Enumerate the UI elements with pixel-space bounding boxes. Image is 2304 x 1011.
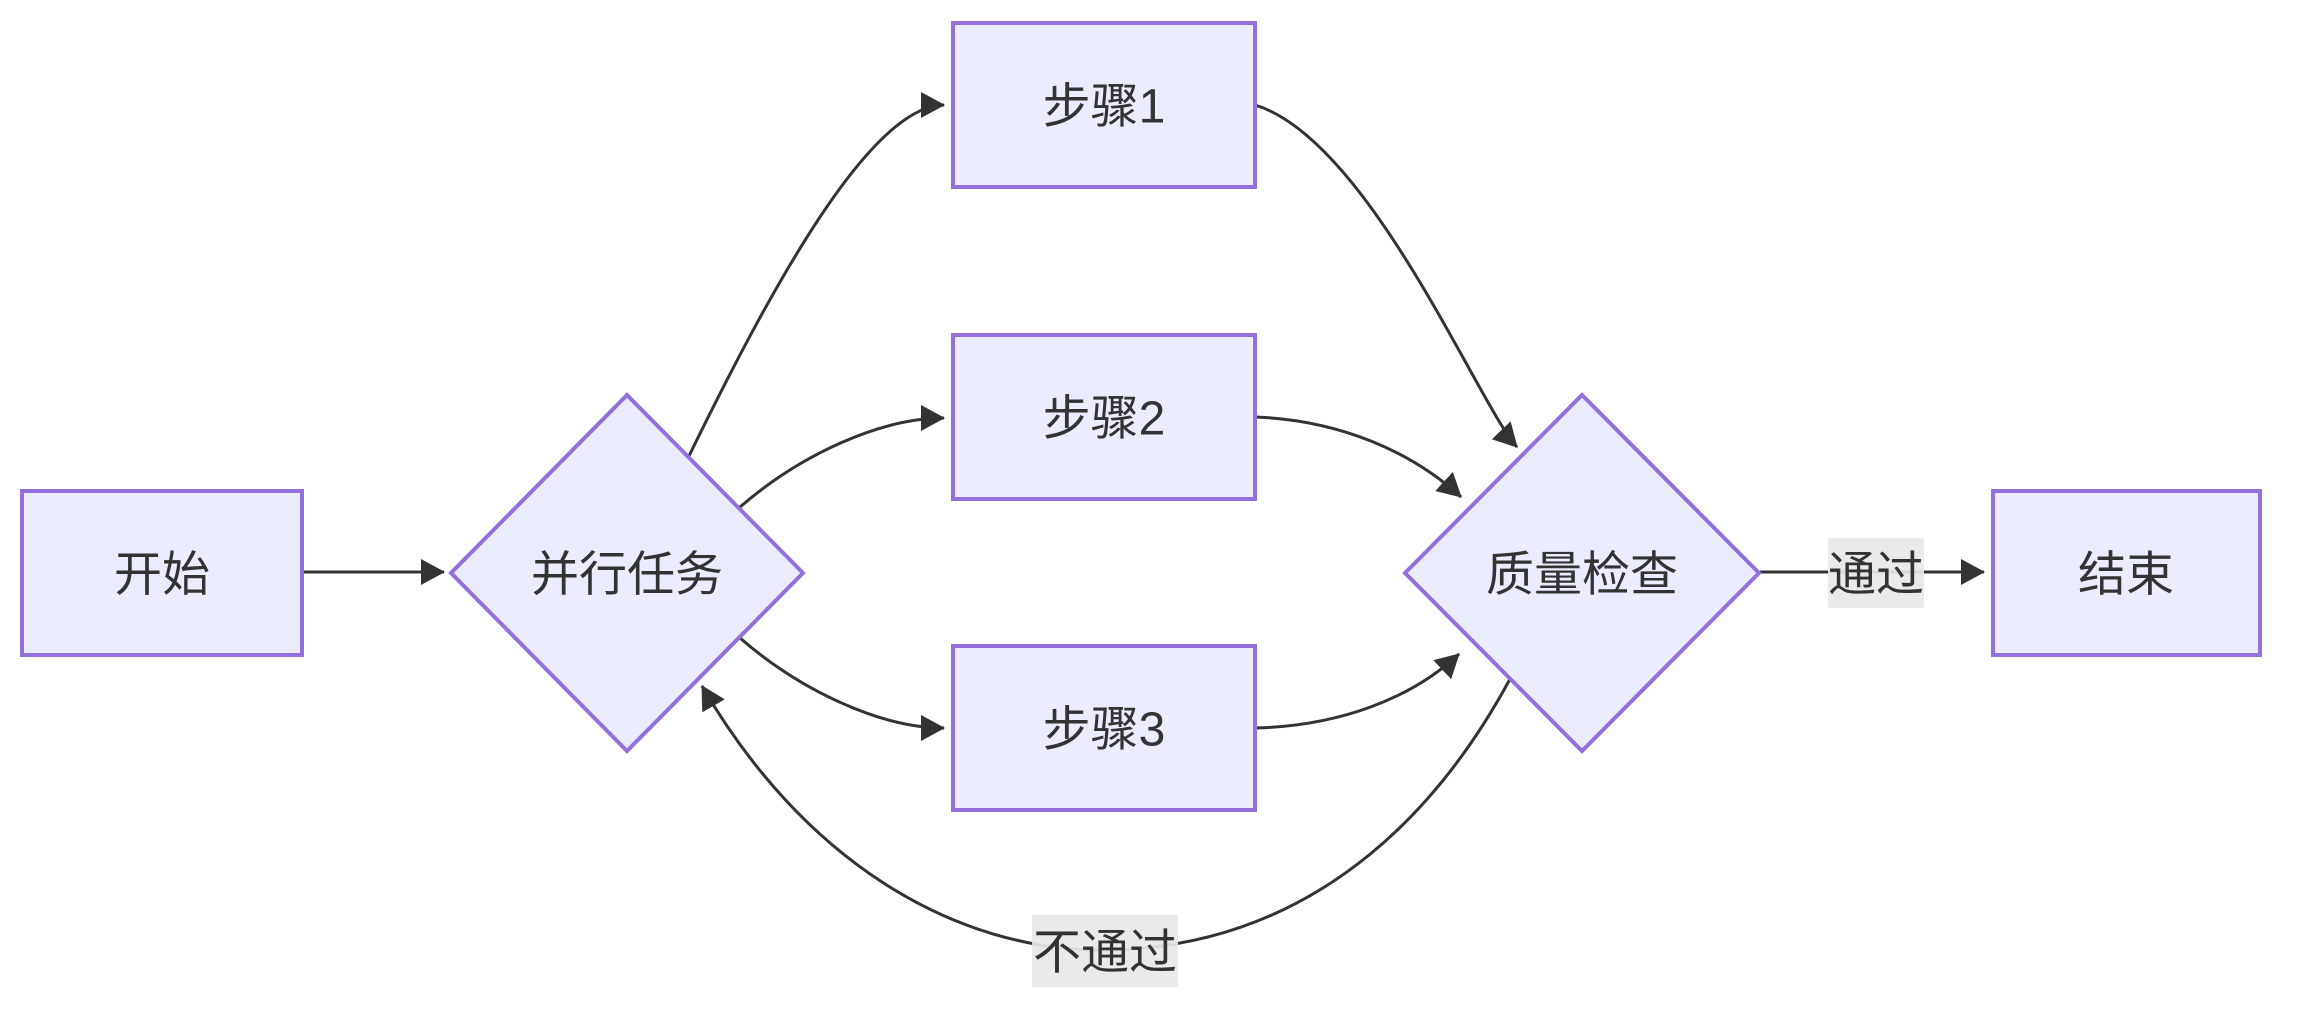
- edge-label-fail: 不通过: [1032, 915, 1178, 987]
- node-step3: 步骤3: [951, 644, 1257, 812]
- edge-parallel-to-step1: [686, 92, 945, 459]
- node-step1: 步骤1: [951, 21, 1257, 189]
- node-step2: 步骤2: [951, 333, 1257, 501]
- node-start-label: 开始: [114, 549, 210, 602]
- node-parallel-label: 并行任务: [531, 549, 723, 602]
- node-qc: 质量检查: [1402, 392, 1762, 754]
- node-step1-label: 步骤1: [1043, 81, 1166, 134]
- edge-step1-to-qc: [1254, 103, 1519, 449]
- node-step1-shape: [951, 21, 1257, 189]
- node-parallel: 并行任务: [448, 392, 806, 754]
- node-step2-label: 步骤2: [1043, 393, 1166, 446]
- node-qc-shape: [1402, 392, 1762, 754]
- edge-label-pass-text: 通过: [1828, 549, 1924, 602]
- edge-parallel-to-step3: [739, 636, 945, 741]
- edge-label-pass: 通过: [1828, 538, 1924, 608]
- edge-step2-to-qc: [1254, 415, 1463, 499]
- edge-label-pass-background: [1828, 538, 1924, 608]
- node-step3-shape: [951, 644, 1257, 812]
- node-parallel-shape: [448, 392, 806, 754]
- node-end: 结束: [1991, 489, 2262, 657]
- node-start: 开始: [20, 489, 304, 657]
- edge-step3-to-qc: [1254, 652, 1461, 730]
- edge-label-fail-text: 不通过: [1033, 927, 1177, 980]
- node-start-shape: [20, 489, 304, 657]
- edge-label-fail-background: [1032, 915, 1178, 987]
- edge-parallel-to-step2: [739, 405, 945, 509]
- node-step3-label: 步骤3: [1043, 704, 1166, 757]
- node-end-label: 结束: [2078, 549, 2174, 602]
- node-step2-shape: [951, 333, 1257, 501]
- node-end-shape: [1991, 489, 2262, 657]
- node-qc-label: 质量检查: [1486, 549, 1678, 602]
